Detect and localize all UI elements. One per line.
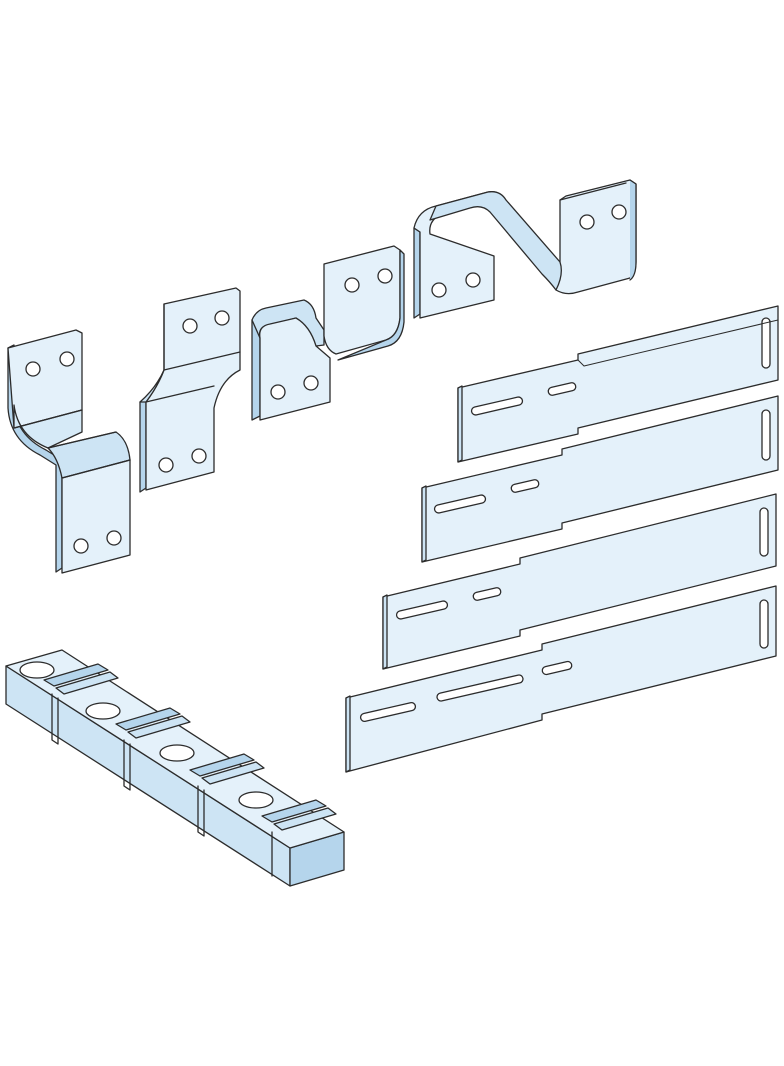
- slotted-extension-plate: [421, 395, 779, 563]
- slotted-extension-plate: [382, 493, 777, 670]
- mounting-hole: [73, 538, 89, 554]
- adjustment-slot: [510, 479, 540, 493]
- mounting-hole: [85, 702, 121, 720]
- mounting-hole: [303, 375, 319, 391]
- mounting-hole: [377, 268, 393, 284]
- mounting-hole: [270, 384, 286, 400]
- adjustment-slot: [761, 409, 771, 461]
- adjustment-slot: [759, 507, 769, 557]
- mounting-hole: [25, 361, 41, 377]
- mounting-hole: [191, 448, 207, 464]
- mounting-hole: [611, 204, 627, 220]
- adjustment-slot: [359, 701, 417, 723]
- mounting-hole: [214, 310, 230, 326]
- mounting-hole: [159, 744, 195, 762]
- mounting-hole: [238, 791, 274, 809]
- mounting-hole: [431, 282, 447, 298]
- z-shaped-connection-bar: [413, 179, 637, 319]
- adjustment-slot: [761, 317, 771, 369]
- slotted-extension-plate: [457, 305, 779, 463]
- slotted-extension-plate: [345, 585, 777, 773]
- mounting-hole: [59, 351, 75, 367]
- mounting-hole: [106, 530, 122, 546]
- adjustment-slot: [436, 674, 524, 702]
- mounting-hole: [19, 661, 55, 679]
- adjustment-slot: [547, 382, 577, 396]
- double-bend-connection-bar: [251, 245, 405, 421]
- mounting-hole: [579, 214, 595, 230]
- mounting-hole: [344, 277, 360, 293]
- s-shaped-connection-bar: [7, 329, 131, 574]
- adjustment-slot: [472, 587, 502, 601]
- adjustment-slot: [759, 599, 769, 649]
- mounting-hole: [158, 457, 174, 473]
- adjustment-slot: [541, 660, 573, 676]
- insulating-busbar-support: [5, 649, 345, 887]
- adjustment-slot: [470, 396, 524, 416]
- adjustment-slot: [433, 494, 487, 514]
- mounting-hole: [465, 272, 481, 288]
- adjustment-slot: [395, 600, 449, 620]
- offset-connection-bar: [139, 287, 241, 493]
- mounting-hole: [182, 318, 198, 334]
